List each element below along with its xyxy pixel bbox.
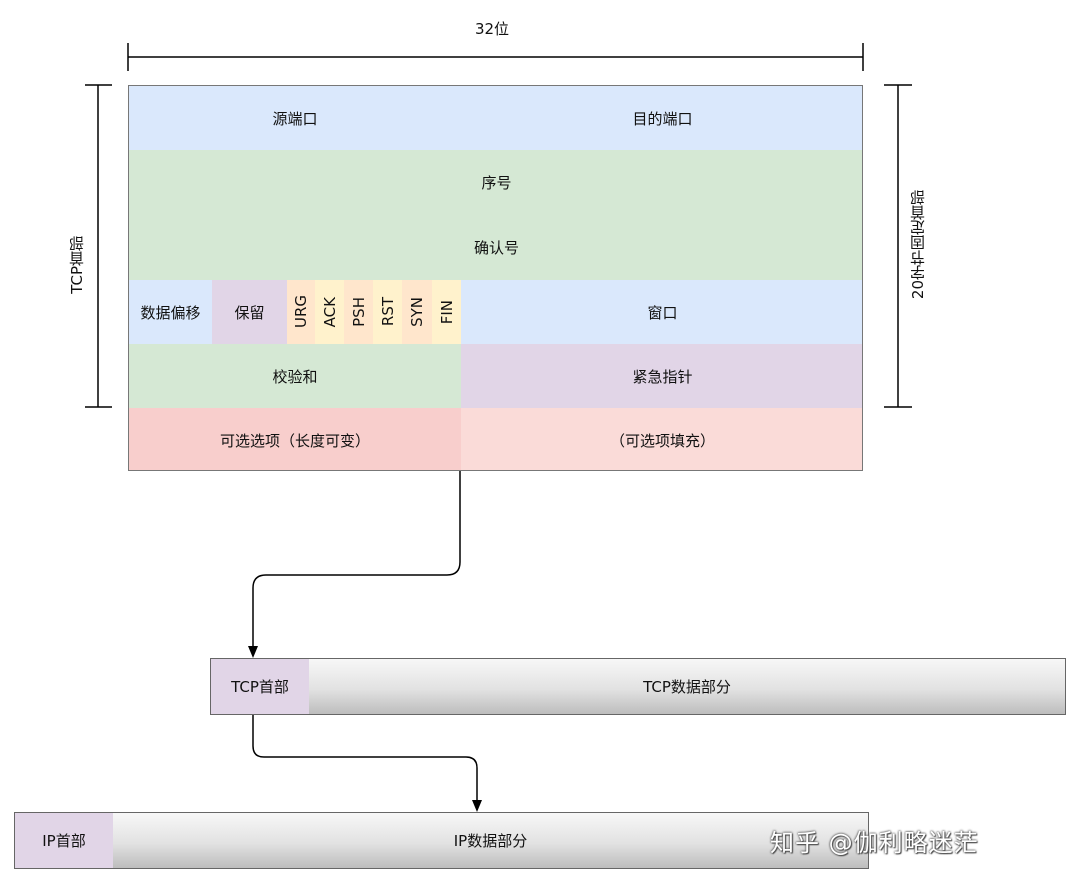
ip-packet-bar: IP首部 IP数据部分 xyxy=(14,812,869,869)
fixed-header-side-label: 20字节固定首部 xyxy=(908,190,927,300)
watermark: 知乎 @伽利略迷茫 xyxy=(770,818,1060,862)
field-dst-port: 目的端口 xyxy=(461,86,862,150)
tcp-segment-data: TCP数据部分 xyxy=(309,659,1065,714)
connector-arrow-2 xyxy=(252,715,478,801)
flag-urg-label: URG xyxy=(292,295,310,329)
field-urgent-ptr-label: 紧急指针 xyxy=(632,367,693,386)
field-checksum: 校验和 xyxy=(129,344,461,408)
flag-rst: RST xyxy=(373,280,402,344)
tcp-segment-header: TCP首部 xyxy=(211,659,309,714)
field-src-port-label: 源端口 xyxy=(272,109,318,128)
flag-psh-label: PSH xyxy=(349,297,368,327)
flag-fin-label: FIN xyxy=(437,299,456,325)
width-label: 32位 xyxy=(474,19,510,38)
field-seq: 序号 xyxy=(129,150,862,214)
connector-arrow-1 xyxy=(252,471,461,648)
field-reserved: 保留 xyxy=(212,280,287,344)
ip-packet-header: IP首部 xyxy=(15,813,113,868)
fixed-header-label-wrap: 20字节固定首部 xyxy=(905,180,929,310)
field-checksum-label: 校验和 xyxy=(272,367,318,386)
field-dst-port-label: 目的端口 xyxy=(632,109,693,128)
tcp-segment-data-label: TCP数据部分 xyxy=(643,678,731,696)
tcp-segment-bar: TCP首部 TCP数据部分 xyxy=(210,658,1066,715)
flag-fin: FIN xyxy=(432,280,461,344)
flag-syn: SYN xyxy=(402,280,432,344)
field-src-port: 源端口 xyxy=(129,86,461,150)
ip-packet-data: IP数据部分 xyxy=(113,813,868,868)
tcp-header-table: 源端口 目的端口 序号 确认号 数据偏移 保留 URG ACK PSH RST … xyxy=(128,85,863,471)
flag-rst-label: RST xyxy=(378,297,397,327)
tcp-header-label-wrap: TCP首部 xyxy=(64,220,88,310)
flag-ack-label: ACK xyxy=(320,296,339,328)
field-window: 窗口 xyxy=(461,280,862,344)
field-data-offset-label: 数据偏移 xyxy=(140,303,201,322)
field-ack-num-label: 确认号 xyxy=(473,238,519,257)
field-seq-label: 序号 xyxy=(481,173,512,192)
watermark-text: 知乎 @伽利略迷茫 xyxy=(770,828,979,857)
field-window-label: 窗口 xyxy=(647,303,678,322)
field-options: 可选选项（长度可变） xyxy=(129,408,461,470)
ip-packet-data-label: IP数据部分 xyxy=(453,832,528,850)
field-ack-num: 确认号 xyxy=(129,214,862,280)
field-options-label: 可选选项（长度可变） xyxy=(219,431,370,450)
ip-packet-header-label: IP首部 xyxy=(42,832,86,850)
flag-ack: ACK xyxy=(315,280,344,344)
field-padding-label: （可选项填充） xyxy=(609,431,715,450)
field-reserved-label: 保留 xyxy=(234,303,265,322)
flag-psh: PSH xyxy=(344,280,373,344)
field-data-offset: 数据偏移 xyxy=(129,280,212,344)
tcp-segment-header-label: TCP首部 xyxy=(231,678,289,696)
field-urgent-ptr: 紧急指针 xyxy=(461,344,862,408)
field-padding: （可选项填充） xyxy=(461,408,862,470)
flag-urg: URG xyxy=(287,280,315,344)
tcp-header-side-label: TCP首部 xyxy=(67,236,86,294)
flag-syn-label: SYN xyxy=(408,297,426,327)
